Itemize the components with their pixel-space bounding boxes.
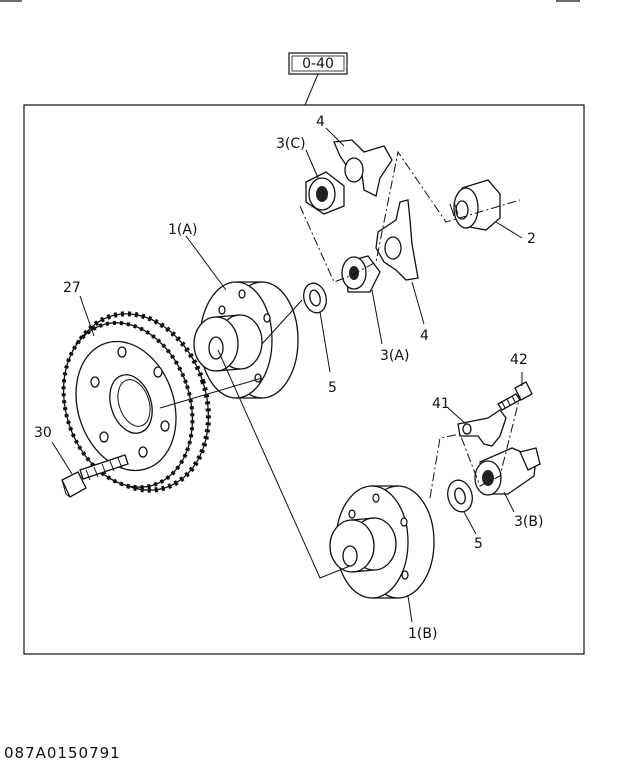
center-line-hubA <box>261 299 303 345</box>
callout-4-top: 4 <box>316 114 325 130</box>
leader-3B <box>503 491 515 513</box>
nut-3A <box>341 255 381 293</box>
lock-plate-4-bottom <box>375 199 419 281</box>
callout-4-bottom: 4 <box>420 328 429 344</box>
reference-box[interactable]: 0-40 <box>288 52 348 75</box>
leader-1A <box>185 235 227 291</box>
callout-27: 27 <box>63 280 81 296</box>
washer-5-top <box>303 282 327 314</box>
center-line-top <box>299 150 521 283</box>
hub-1A <box>193 281 299 399</box>
diagram-frame <box>23 104 585 655</box>
leader-4-bottom <box>411 281 425 325</box>
reference-box-label: 0-40 <box>302 56 334 72</box>
center-line-bottom <box>429 395 521 499</box>
leader-4-top <box>325 127 345 147</box>
leader-5-bottom <box>463 511 477 535</box>
center-line-diagonal <box>217 349 351 579</box>
washer-5-bottom <box>447 479 473 513</box>
callout-3A: 3(A) <box>380 348 409 364</box>
lock-plate-4-top <box>333 139 393 197</box>
callout-41: 41 <box>432 396 450 412</box>
nut-3C <box>305 171 345 215</box>
reference-leader <box>304 73 319 106</box>
callout-5-top: 5 <box>328 380 337 396</box>
leader-3C <box>305 149 319 179</box>
callout-3B: 3(B) <box>514 514 543 530</box>
bolt-42 <box>497 381 533 411</box>
callout-2: 2 <box>527 231 536 247</box>
leader-1B <box>407 595 413 623</box>
nut-2 <box>449 179 501 231</box>
callout-1A: 1(A) <box>168 222 197 238</box>
leader-2 <box>495 221 523 239</box>
leader-3A <box>371 289 383 345</box>
leader-41 <box>447 407 467 425</box>
hub-1B <box>329 485 435 599</box>
gear-27 <box>61 311 211 493</box>
leader-5-top <box>319 311 331 373</box>
nut-3B <box>474 447 541 496</box>
leader-30 <box>51 441 73 475</box>
figure-code: 087A0150791 <box>4 744 121 762</box>
callout-1B: 1(B) <box>408 626 437 642</box>
callout-42: 42 <box>510 352 528 368</box>
callout-30: 30 <box>34 425 52 441</box>
leader-27 <box>79 295 95 337</box>
plate-41 <box>457 409 507 447</box>
callout-5-bottom: 5 <box>474 536 483 552</box>
bolt-30 <box>61 454 129 498</box>
callout-3C: 3(C) <box>276 136 306 152</box>
center-line-gear <box>159 377 263 409</box>
